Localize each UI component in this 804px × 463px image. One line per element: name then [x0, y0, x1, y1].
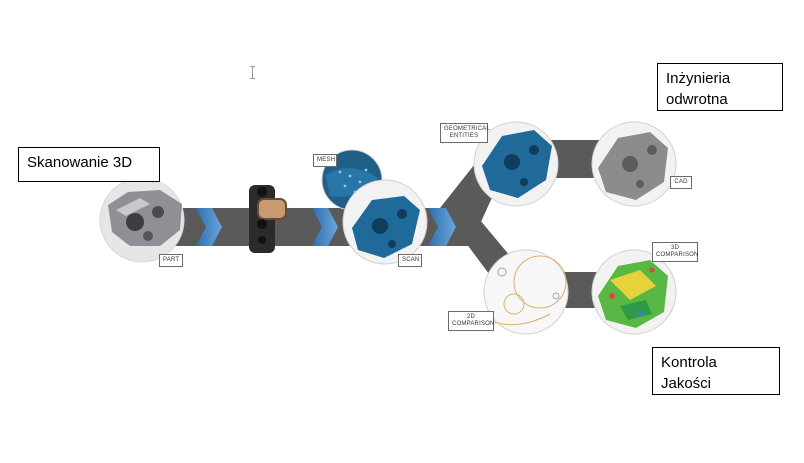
- tag-3d-line1: 3D: [670, 245, 680, 251]
- tag-3d-line2: COMPARISON: [656, 252, 699, 258]
- part-metal-icon: [108, 190, 182, 246]
- callout-scan3d-label: Skanowanie 3D: [27, 154, 133, 171]
- part-node: [99, 177, 185, 263]
- chevron-1: [196, 208, 222, 246]
- text-cursor-icon: [250, 66, 255, 79]
- tag-geometrical-line1: GEOMETRICAL: [444, 126, 490, 132]
- callout-quality-control: Kontrola Jakości: [652, 347, 780, 395]
- tag-part-label: PART: [163, 257, 180, 263]
- tag-2d-comparison: 2D COMPARISON: [448, 311, 494, 331]
- tag-cad-label: CAD: [674, 179, 688, 185]
- callout-reverse-line1: Inżynieria: [666, 70, 731, 87]
- callout-scan3d: Skanowanie 3D: [18, 147, 160, 182]
- tag-mesh: MESH: [313, 154, 337, 167]
- scan-node: [342, 179, 428, 265]
- geometrical-node: [473, 121, 559, 207]
- tag-mesh-label: MESH: [317, 157, 336, 163]
- cad-node: [591, 121, 677, 207]
- callout-reverse-engineering: Inżynieria odwrotna: [657, 63, 783, 111]
- comparison-3d-node: [591, 249, 677, 335]
- tag-2d-line1: 2D: [466, 314, 476, 320]
- tag-2d-line2: COMPARISON: [452, 321, 495, 327]
- callout-quality-line1: Kontrola: [661, 354, 717, 371]
- chevron-3: [428, 208, 456, 246]
- scanner-device: [249, 185, 287, 253]
- tag-cad: CAD: [670, 176, 692, 189]
- tag-geometrical-entities: GEOMETRICAL ENTITIES: [440, 123, 490, 143]
- callout-quality-line2: Jakości: [661, 375, 712, 392]
- comparison-2d-node: [483, 249, 569, 335]
- tag-part: PART: [159, 254, 183, 267]
- tag-scan: SCAN: [398, 254, 422, 267]
- chevron-2: [312, 208, 338, 246]
- tag-3d-comparison: 3D COMPARISON: [652, 242, 698, 262]
- callout-reverse-line2: odwrotna: [666, 91, 728, 108]
- tag-scan-label: SCAN: [402, 257, 420, 263]
- tag-geometrical-line2: ENTITIES: [449, 133, 479, 139]
